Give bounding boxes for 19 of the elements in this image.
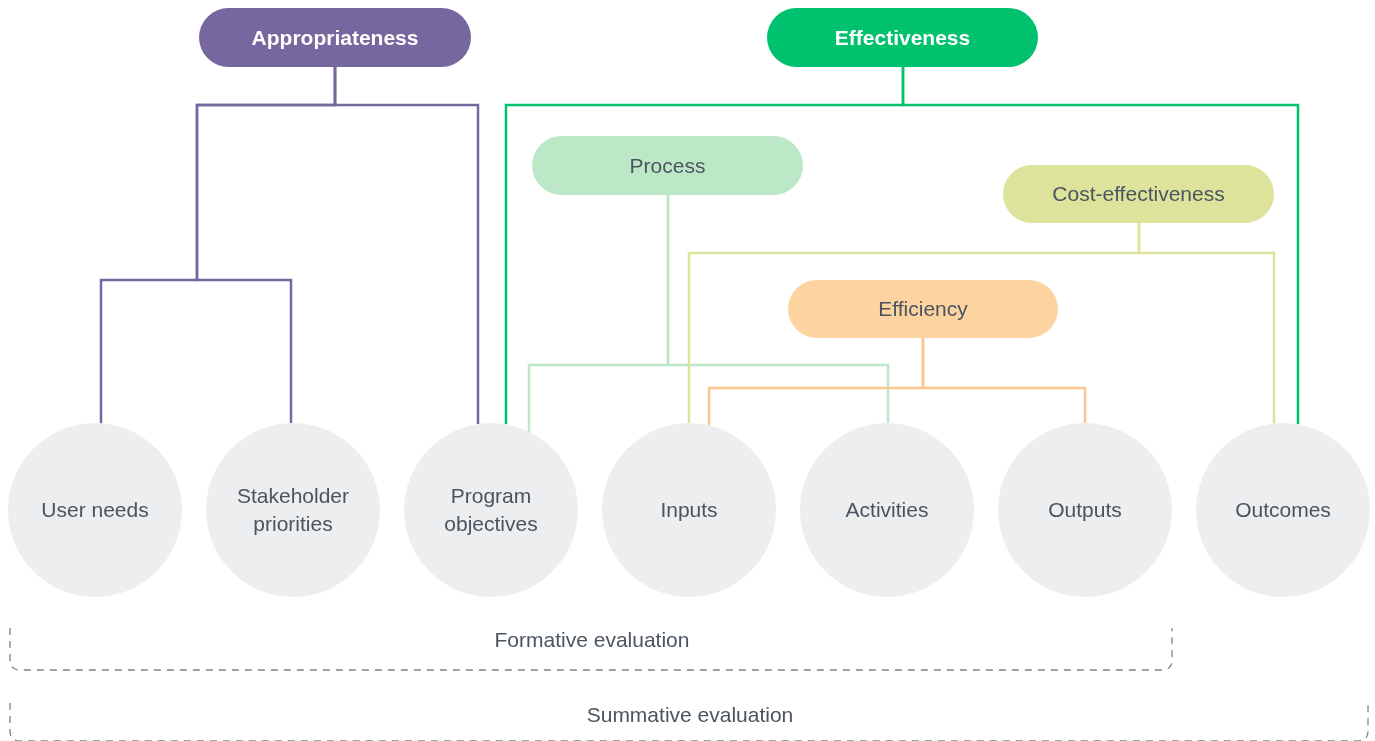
criterion-pill: Effectiveness — [767, 8, 1038, 67]
concept-circle: Inputs — [602, 423, 776, 597]
concept-circle: Activities — [800, 423, 974, 597]
sub-criterion-pill: Efficiency — [788, 280, 1058, 338]
connector-line — [666, 195, 890, 423]
bracket-label: Summative evaluation — [586, 703, 794, 727]
bracket-label: Formative evaluation — [494, 628, 690, 652]
concept-circle: User needs — [8, 423, 182, 597]
sub-criterion-pill: Cost-effectiveness — [1003, 165, 1274, 223]
connector-line — [333, 67, 480, 424]
criterion-pill: Appropriateness — [199, 8, 471, 67]
connector-line — [1137, 223, 1276, 424]
connector-line — [921, 338, 1087, 423]
concept-circle: Outputs — [998, 423, 1172, 597]
concept-circle: Outcomes — [1196, 423, 1370, 597]
connector-line — [901, 67, 1300, 425]
sub-criterion-pill: Process — [532, 136, 803, 195]
concept-circle: Program objectives — [404, 423, 578, 597]
concept-circle: Stakeholder priorities — [206, 423, 380, 597]
